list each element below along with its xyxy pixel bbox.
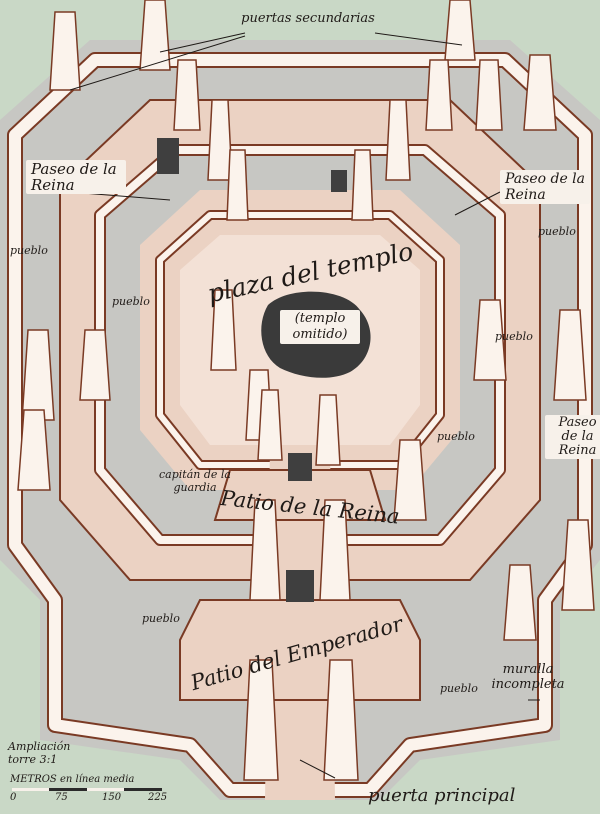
label-puerta-principal: puerta principal bbox=[368, 785, 516, 806]
label-paseo-de-la-reina-east: Paseo de la Reina bbox=[500, 170, 590, 204]
label-ampliacion-torre: Ampliación torre 3:1 bbox=[8, 740, 71, 766]
towers bbox=[17, 0, 595, 781]
label-pueblo-northeast: pueblo bbox=[538, 225, 576, 238]
label-pueblo-inner-west: pueblo bbox=[112, 295, 150, 308]
label-scale-title: METROS en línea media bbox=[10, 774, 135, 785]
label-capitan-de-la-guardia: capitán de la guardia bbox=[159, 468, 231, 494]
scale-tick-0: 0 bbox=[10, 792, 17, 803]
label-paseo-de-la-reina-west: Paseo de la Reina bbox=[26, 160, 126, 194]
inner-gate-door bbox=[288, 453, 312, 481]
label-pueblo-west: pueblo bbox=[10, 244, 48, 257]
patio-del-emperador-area bbox=[179, 599, 421, 701]
north-gate-door-1 bbox=[157, 138, 179, 174]
scale-bar bbox=[12, 788, 162, 791]
label-templo-omitido: (templo omitido) bbox=[280, 310, 360, 344]
label-muralla-incompleta: muralla incompleta bbox=[491, 662, 565, 692]
scale-tick-75: 75 bbox=[55, 792, 68, 803]
map-legend: Ampliación torre 3:1 METROS en línea med… bbox=[6, 740, 206, 810]
label-pueblo-southwest: pueblo bbox=[142, 612, 180, 625]
label-puertas-secundarias: puertas secundarias bbox=[241, 11, 375, 26]
label-pueblo-southeast-inner: pueblo bbox=[437, 430, 475, 443]
scale-tick-225: 225 bbox=[148, 792, 168, 803]
label-pueblo-east: pueblo bbox=[495, 330, 533, 343]
middle-gate-door bbox=[286, 570, 314, 602]
label-paseo-de-la-reina-southeast: Paseo de la Reina bbox=[545, 415, 600, 459]
north-gate-door-2 bbox=[331, 170, 347, 192]
label-pueblo-southeast: pueblo bbox=[440, 682, 478, 695]
scale-tick-150: 150 bbox=[102, 792, 122, 803]
